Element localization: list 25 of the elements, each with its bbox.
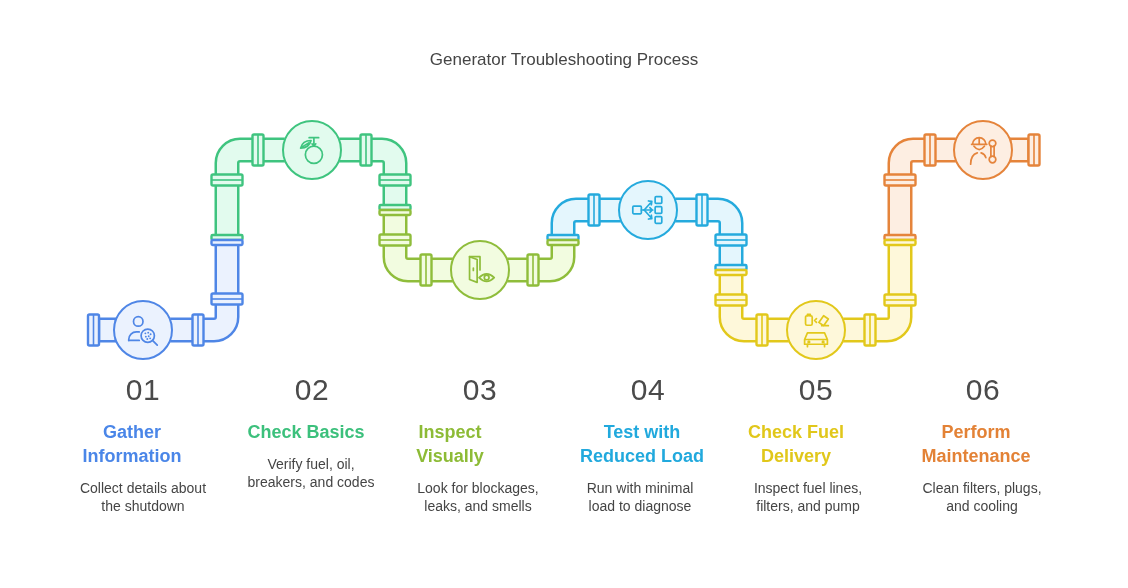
step-title: Gather Information bbox=[81, 421, 183, 468]
step-description: Clean filters, plugs, and cooling bbox=[921, 479, 1043, 515]
step-number: 06 bbox=[965, 372, 1001, 408]
pipe bbox=[675, 200, 789, 340]
step-title: Perform Maintenance bbox=[920, 421, 1032, 468]
step-number: 03 bbox=[462, 372, 498, 408]
step-title: Check Basics bbox=[247, 421, 365, 444]
step-description: Look for blockages, leaks, and smells bbox=[416, 479, 540, 515]
step-description: Collect details about the shutdown bbox=[78, 479, 208, 515]
step-description: Inspect fuel lines, filters, and pump bbox=[752, 479, 864, 515]
step-title: Check Fuel Delivery bbox=[747, 421, 845, 468]
pipe bbox=[170, 140, 285, 340]
step-title: Test with Reduced Load bbox=[579, 421, 705, 468]
step-number: 01 bbox=[125, 372, 161, 408]
step-number: 05 bbox=[798, 372, 834, 408]
step-title: Inspect Visually bbox=[415, 421, 485, 468]
valve-circle bbox=[450, 240, 510, 300]
pipe bbox=[507, 200, 621, 280]
step-description: Run with minimal load to diagnose bbox=[585, 479, 695, 515]
step-description: Verify fuel, oil, breakers, and codes bbox=[246, 455, 376, 491]
step-number: 04 bbox=[630, 372, 666, 408]
pipe bbox=[339, 140, 453, 280]
pipe bbox=[843, 140, 956, 340]
diagram-title: Generator Troubleshooting Process bbox=[429, 49, 699, 71]
step-number: 02 bbox=[294, 372, 330, 408]
